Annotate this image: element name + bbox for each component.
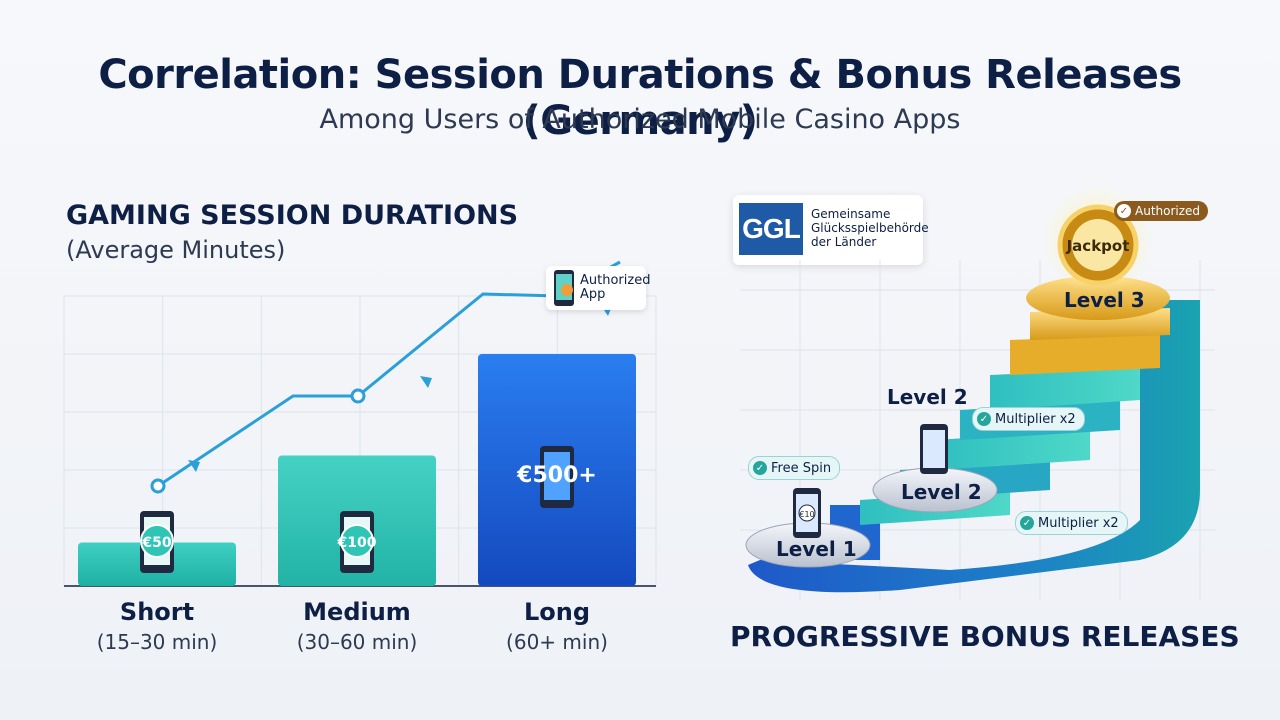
coin-icon <box>340 524 374 558</box>
level1-coin-label: €10 <box>799 510 814 519</box>
jackpot-label: Jackpot <box>1066 237 1130 255</box>
level1-phone-icon <box>793 488 821 538</box>
category-label: Long <box>523 598 591 626</box>
page-title: Correlation: Session Durations & Bonus R… <box>98 52 1182 144</box>
bonus-label-long: €500+ <box>516 463 597 488</box>
category-range: (15–30 min) <box>96 630 218 654</box>
authorized-app-badge: Authorized App <box>546 266 651 310</box>
level3-label: Level 3 <box>1064 288 1145 312</box>
level1-label: Level 1 <box>776 537 857 561</box>
checkmark-icon: ✓ <box>1020 516 1034 530</box>
level2-label: Level 2 <box>901 480 982 504</box>
multiplier-badge-lower: ✓ Multiplier x2 <box>1015 511 1128 535</box>
ggl-authority-card: GGL Gemeinsame Glücksspielbehörde der Lä… <box>733 195 929 265</box>
level2-top-label: Level 2 <box>887 385 968 409</box>
category-range: (60+ min) <box>506 630 608 654</box>
level3-platform <box>1026 276 1170 320</box>
duration-chart-title: GAMING SESSION DURATIONS <box>66 200 519 231</box>
category-label: Medium <box>303 598 411 626</box>
authorized-badge: ✓ Authorized <box>1114 201 1209 221</box>
category-range: (30–60 min) <box>296 630 418 654</box>
bonus-section-title: PROGRESSIVE BONUS RELEASES <box>730 620 1240 653</box>
phone-icon <box>554 270 574 306</box>
ggl-authority-name: Gemeinsame Glücksspielbehörde der Länder <box>811 207 929 249</box>
ggl-logo: GGL <box>739 203 803 255</box>
arrow-icon <box>420 376 432 388</box>
free-spin-badge: ✓ Free Spin <box>748 456 841 480</box>
level2-phone-icon <box>920 424 948 474</box>
phone-screen <box>544 452 570 500</box>
bonus-label-medium: €100 <box>337 535 377 551</box>
checkmark-icon: ✓ <box>1117 204 1131 218</box>
category-label: Short <box>119 598 195 626</box>
coin-icon <box>140 524 174 558</box>
trend-point <box>150 478 166 494</box>
multiplier-badge-upper: ✓ Multiplier x2 <box>972 407 1085 431</box>
trend-point <box>350 388 366 404</box>
duration-chart-unit: (Average Minutes) <box>66 236 286 264</box>
bonus-label-short: €50 <box>141 535 171 551</box>
duration-bar-chart: €50 €100 €500+ <box>63 260 657 587</box>
arrow-icon <box>188 460 200 472</box>
authorized-app-label: Authorized App <box>580 273 651 302</box>
page-subtitle: Among Users of Authorized Mobile Casino … <box>319 104 961 135</box>
checkmark-icon: ✓ <box>977 412 991 426</box>
checkmark-icon: ✓ <box>753 461 767 475</box>
